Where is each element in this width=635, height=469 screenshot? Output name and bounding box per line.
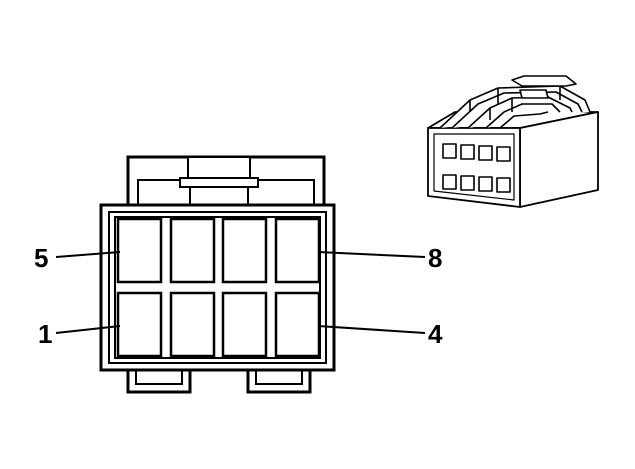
- pin-cavity-8: [274, 217, 321, 284]
- iso-side-face: [519, 111, 599, 208]
- leader-line-5: [55, 251, 121, 258]
- pin-cavity-1: [116, 291, 163, 358]
- pin-cavity-3: [221, 291, 268, 358]
- iso-latch: [439, 75, 591, 129]
- pin-cavity-4: [274, 291, 321, 358]
- pin-label-1: 1: [38, 319, 52, 349]
- pin-cavity-2: [169, 291, 216, 358]
- latch-housing: [126, 155, 326, 211]
- pin-row-top: [116, 217, 321, 284]
- connector-isometric-view: [427, 75, 599, 208]
- pin-row-bottom: [116, 291, 321, 358]
- pin-cavity-6: [169, 217, 216, 284]
- leader-line-8: [317, 251, 426, 258]
- leader-line-4: [317, 325, 426, 334]
- leader-lines: [55, 251, 426, 334]
- leader-line-1: [55, 325, 121, 334]
- connector-face-view: [99, 155, 336, 394]
- iso-pin-row-bottom: [442, 174, 511, 193]
- iso-pin-row-top: [442, 143, 511, 162]
- pin-cavity-7: [221, 217, 268, 284]
- pin-label-4: 4: [428, 319, 443, 349]
- pin-label-8: 8: [428, 243, 442, 273]
- pin-cavity-5: [116, 217, 163, 284]
- pin-label-5: 5: [34, 243, 48, 273]
